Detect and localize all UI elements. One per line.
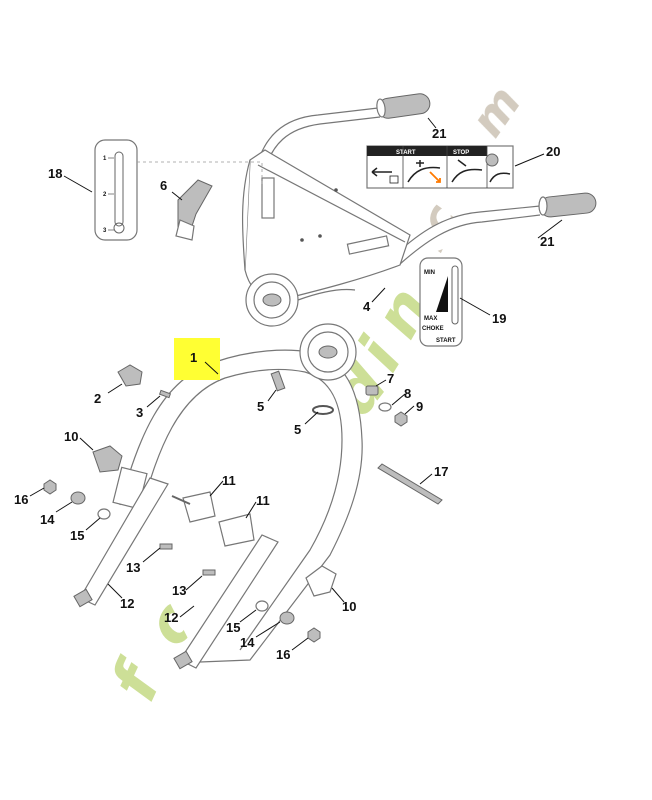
control-lever <box>175 179 213 241</box>
callout-19: 19 <box>492 311 506 326</box>
scale-label-1: 1 <box>103 156 107 162</box>
arm-part-12-right <box>179 534 279 669</box>
hardware <box>43 364 443 670</box>
decal-stop-text: STOP <box>453 150 469 156</box>
callout-15-left: 15 <box>70 528 84 543</box>
washer-part-15-right <box>255 600 269 612</box>
callout-21-right: 21 <box>540 234 554 249</box>
callout-20: 20 <box>546 144 560 159</box>
washer-part-8 <box>378 402 392 412</box>
scale-label-2: 2 <box>103 192 107 198</box>
callout-9: 9 <box>416 399 423 414</box>
callout-4: 4 <box>363 299 371 314</box>
washer-part-15-left <box>97 508 111 520</box>
cable-tie-part-17 <box>377 463 443 505</box>
throttle-min-text: MIN <box>424 270 435 276</box>
callout-2: 2 <box>94 391 101 406</box>
callout-5-spring: 5 <box>257 399 264 414</box>
callout-6: 6 <box>160 178 167 193</box>
callout-13-left: 13 <box>126 560 140 575</box>
washer-part-14-left <box>70 491 86 505</box>
ring-part-5 <box>312 405 334 415</box>
clip-part-11-right <box>218 513 255 547</box>
bracket-part-10-left <box>92 445 123 473</box>
throttle-wedge-icon <box>436 276 448 312</box>
clip-part-11-left <box>182 491 216 523</box>
lever-engage-icon <box>407 160 441 183</box>
callout-18: 18 <box>48 166 62 181</box>
lower-handle <box>112 323 363 663</box>
decal-start-text: START <box>396 150 416 156</box>
highlight-box <box>174 338 220 380</box>
callout-8: 8 <box>404 386 411 401</box>
handle-grip-left <box>376 93 431 119</box>
bolt-part-13-left <box>159 543 173 550</box>
upper-handle-assembly <box>241 107 541 327</box>
arrow-orange-icon <box>429 171 441 183</box>
nut-part-9 <box>394 411 408 427</box>
callout-13-right: 13 <box>172 583 186 598</box>
panel-bracket <box>346 235 390 255</box>
bushing-part-7 <box>365 385 379 396</box>
throttle-decal: MIN MAX CHOKE START <box>419 257 463 347</box>
callout-5-ring: 5 <box>294 422 301 437</box>
callout-15-right: 15 <box>226 620 240 635</box>
scale-label-3: 3 <box>103 228 107 234</box>
throttle-choke-text: CHOKE <box>422 326 444 332</box>
callout-14-left: 14 <box>40 512 55 527</box>
callout-14-right: 14 <box>240 635 255 650</box>
bracket-part-10-right <box>305 565 337 597</box>
arm-part-12-left <box>79 477 169 606</box>
callout-21-top: 21 <box>432 126 446 141</box>
callout-labels: 1 2 3 4 5 5 6 7 8 9 10 10 11 11 12 12 13… <box>14 126 560 662</box>
arrow-left-icon <box>371 167 392 177</box>
callout-17: 17 <box>434 464 448 479</box>
nut-part-16-right <box>307 627 321 643</box>
watermark-f: f <box>97 649 179 712</box>
callout-16-right: 16 <box>276 647 290 662</box>
callout-10-right: 10 <box>342 599 356 614</box>
throttle-start-text: START <box>436 338 456 344</box>
lever-release-icon <box>451 159 483 183</box>
callout-3: 3 <box>136 405 143 420</box>
handle-grip-right <box>538 192 597 218</box>
callout-16-left: 16 <box>14 492 28 507</box>
clamp-part-2 <box>117 364 143 387</box>
panel-slot <box>261 177 275 219</box>
start-stop-decal: START STOP <box>366 145 514 189</box>
callout-12-left: 12 <box>120 596 134 611</box>
callout-11-right: 11 <box>256 493 270 508</box>
screw-part-3 <box>158 389 172 399</box>
stop-knob-icon <box>485 153 499 167</box>
callout-7: 7 <box>387 371 394 386</box>
spring-part-5 <box>270 370 286 392</box>
callout-1: 1 <box>190 350 197 365</box>
washer-part-14-right <box>279 611 295 625</box>
leader-lines <box>29 117 563 651</box>
throttle-max-text: MAX <box>424 316 437 322</box>
callout-11-left: 11 <box>222 473 236 488</box>
watermark-m: m <box>460 76 532 146</box>
callout-12-right: 12 <box>164 610 178 625</box>
bolt-part-13-right <box>202 569 216 576</box>
position-scale-decal: 1 2 3 <box>94 139 138 241</box>
callout-10-left: 10 <box>64 429 78 444</box>
nut-part-16-left <box>43 479 57 495</box>
